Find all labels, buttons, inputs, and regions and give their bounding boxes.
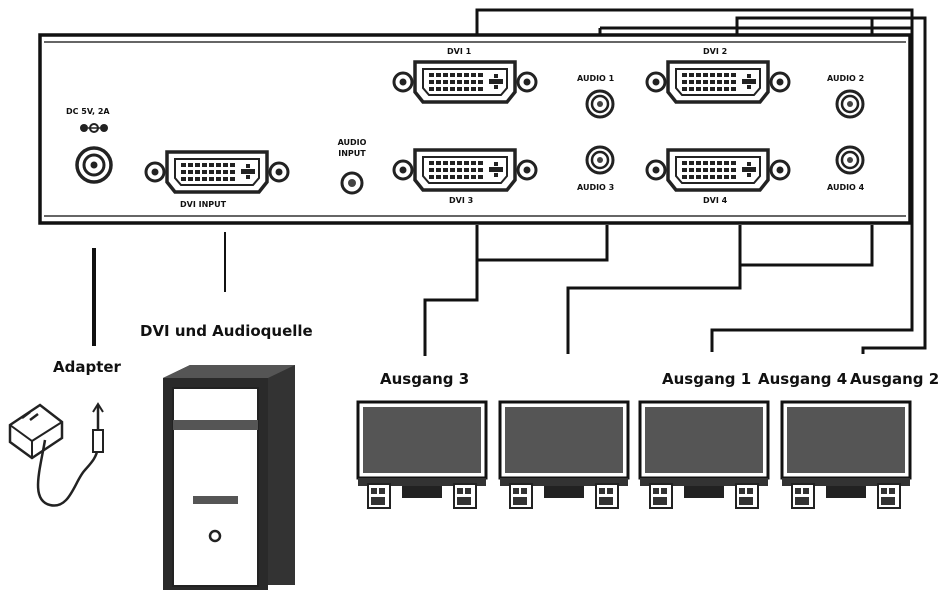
audio-jack-2 <box>835 89 865 119</box>
monitor-icon <box>638 400 770 510</box>
output2-caption: Ausgang 2 <box>850 370 940 388</box>
dvi2-label: DVI 2 <box>703 47 728 56</box>
monitor-icon <box>498 400 630 510</box>
source-caption: DVI und Audioquelle <box>140 322 313 340</box>
output3-caption: Ausgang 3 <box>380 370 470 388</box>
dvi1-label: DVI 1 <box>447 47 472 56</box>
dvi3-label: DVI 3 <box>449 196 474 205</box>
audio2-label: AUDIO 2 <box>827 74 865 83</box>
audio-jack-1 <box>585 89 615 119</box>
dvi4-label: DVI 4 <box>703 196 728 205</box>
audio4-label: AUDIO 4 <box>827 183 865 192</box>
output-cables-top <box>475 8 927 354</box>
adapter-caption: Adapter <box>53 358 121 376</box>
audio3-label: AUDIO 3 <box>577 183 615 192</box>
monitor-icon <box>356 400 488 510</box>
dvi-input-label: DVI INPUT <box>180 200 227 209</box>
audio-input-label-line1: AUDIO <box>337 138 367 147</box>
power-adapter-icon <box>8 402 104 507</box>
output4-caption: Ausgang 4 <box>758 370 848 388</box>
output-cables-bottom <box>423 225 874 356</box>
audio1-label: AUDIO 1 <box>577 74 615 83</box>
computer-tower-icon <box>163 365 295 590</box>
monitor-icon <box>780 400 912 510</box>
audio-input-label-line2: INPUT <box>338 149 366 158</box>
audio-input-jack <box>340 171 364 195</box>
audio-jack-3 <box>585 145 615 175</box>
audio-jack-4 <box>835 145 865 175</box>
output1-caption: Ausgang 1 <box>662 370 752 388</box>
dc-jack-icon <box>75 123 113 184</box>
power-label: DC 5V, 2A <box>66 107 110 116</box>
